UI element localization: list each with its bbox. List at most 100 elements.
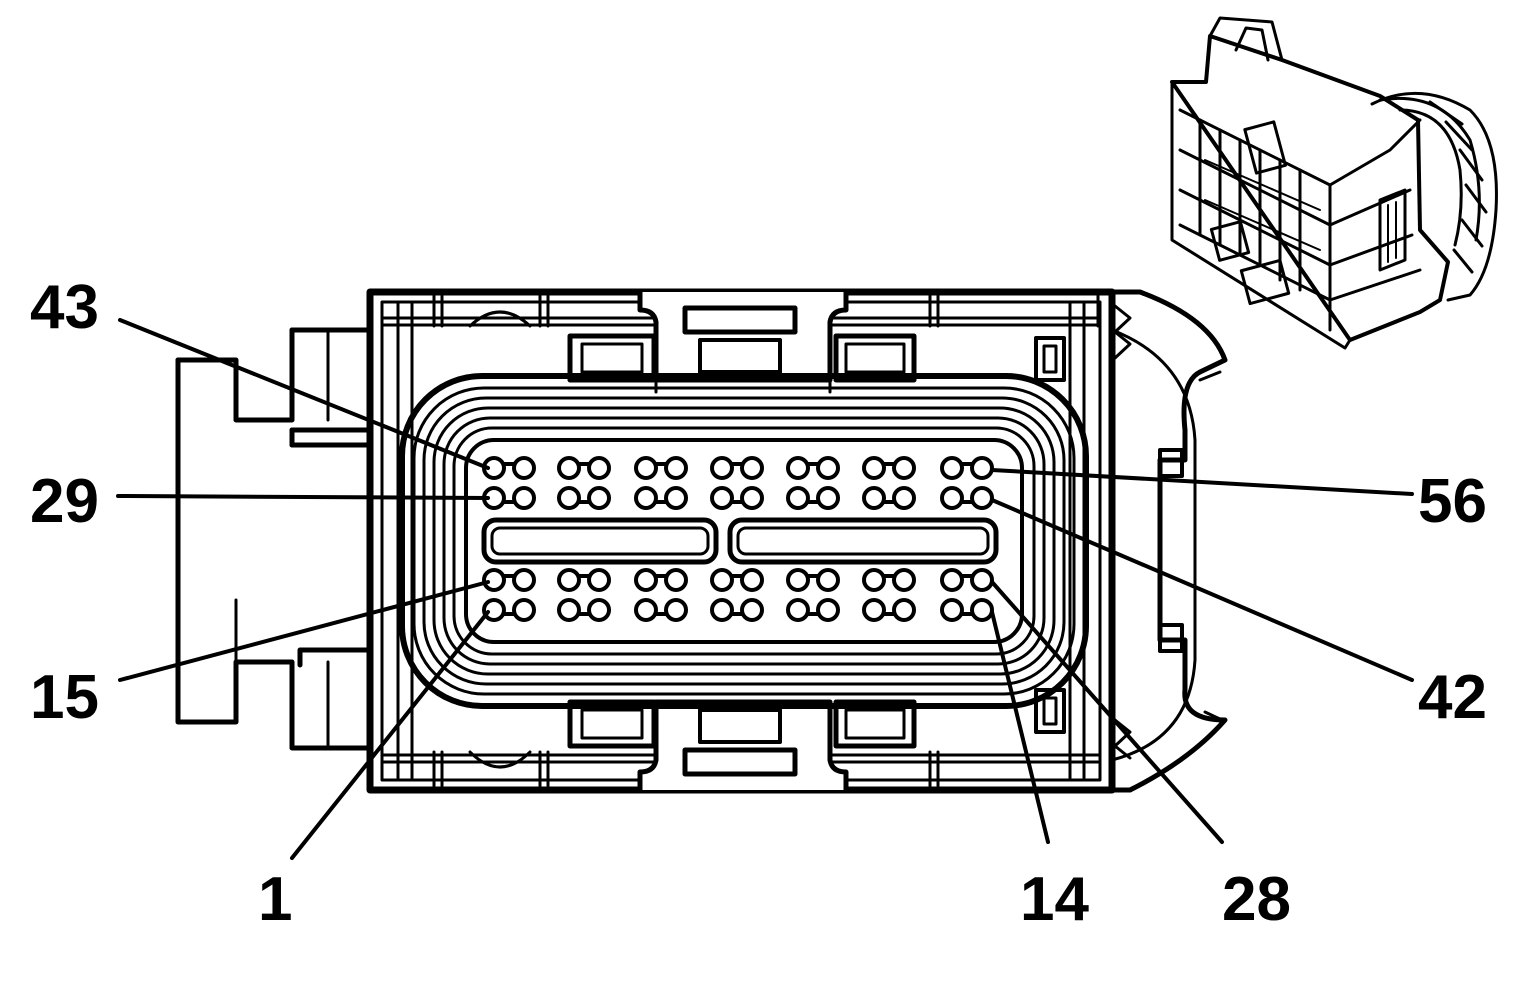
connector-isometric-thumbnail xyxy=(1170,16,1498,350)
pin-cavity xyxy=(816,456,840,480)
pin-cavity xyxy=(557,456,581,480)
pin-cavity-pair xyxy=(786,486,840,510)
pin-cavity-pair xyxy=(634,598,688,622)
pin-cavity-pair xyxy=(557,486,611,510)
pin-cavity-pair xyxy=(557,598,611,622)
pin-cavity xyxy=(482,598,506,622)
pin-cavity-grid xyxy=(482,456,994,622)
pin-cavity xyxy=(786,568,810,592)
pin-cavity xyxy=(634,568,658,592)
pin-cavity xyxy=(557,598,581,622)
pin-cavity xyxy=(940,456,964,480)
pin-cavity xyxy=(892,568,916,592)
pin-label-43: 43 xyxy=(30,273,99,342)
pin-cavity xyxy=(482,568,506,592)
pin-label-42: 42 xyxy=(1418,663,1487,732)
pin-cavity xyxy=(634,486,658,510)
pin-number-labels: 43 29 15 1 56 42 28 14 xyxy=(30,273,1487,934)
pin-cavity-pair xyxy=(940,598,994,622)
pin-cavity-pair xyxy=(557,456,611,480)
pin-cavity xyxy=(587,456,611,480)
pin-cavity xyxy=(786,598,810,622)
pin-label-14: 14 xyxy=(1020,865,1089,934)
pin-cavity xyxy=(940,568,964,592)
pin-cavity-pair xyxy=(710,456,764,480)
left-latch xyxy=(175,327,373,751)
pin-cavity-pair xyxy=(710,486,764,510)
pin-cavity xyxy=(587,486,611,510)
pin-cavity-pair xyxy=(940,486,994,510)
pin-cavity xyxy=(970,456,994,480)
pin-cavity xyxy=(892,486,916,510)
pin-cavity-pair xyxy=(940,568,994,592)
pin-cavity-pair xyxy=(482,486,536,510)
pin-cavity xyxy=(512,486,536,510)
pin-cavity xyxy=(970,568,994,592)
pin-cavity-pair xyxy=(482,598,536,622)
pin-cavity-pair xyxy=(786,598,840,622)
pin-cavity xyxy=(710,568,734,592)
pin-cavity xyxy=(862,598,886,622)
pin-cavity xyxy=(940,486,964,510)
pin-cavity-pair xyxy=(482,568,536,592)
pin-cavity xyxy=(786,456,810,480)
pin-cavity-pair xyxy=(940,456,994,480)
pin-cavity xyxy=(634,598,658,622)
bottom-locking-tab xyxy=(567,699,917,793)
pin-label-15: 15 xyxy=(30,663,99,732)
pin-cavity xyxy=(740,456,764,480)
pin-cavity xyxy=(710,598,734,622)
pin-cavity-pair xyxy=(482,456,536,480)
pin-cavity-pair xyxy=(862,568,916,592)
pin-cavity-pair xyxy=(862,486,916,510)
pin-cavity-pair xyxy=(634,568,688,592)
pin-cavity-pair xyxy=(710,598,764,622)
pin-cavity xyxy=(740,568,764,592)
pin-cavity-pair xyxy=(862,598,916,622)
pin-cavity xyxy=(740,598,764,622)
pin-cavity xyxy=(710,456,734,480)
pin-label-56: 56 xyxy=(1418,467,1487,536)
pin-cavity xyxy=(634,456,658,480)
leader-lines xyxy=(116,318,1414,860)
pin-cavity xyxy=(816,568,840,592)
pin-cavity-pair xyxy=(710,568,764,592)
pin-cavity-pair xyxy=(634,486,688,510)
keying-slots xyxy=(481,517,999,565)
pin-cavity xyxy=(892,598,916,622)
pin-cavity xyxy=(664,456,688,480)
pin-label-29: 29 xyxy=(30,467,99,536)
inner-seal-rings xyxy=(399,373,1089,709)
pin-cavity-pair xyxy=(862,456,916,480)
pin-cavity xyxy=(786,486,810,510)
pin-label-28: 28 xyxy=(1222,865,1291,934)
pin-cavity xyxy=(816,598,840,622)
pin-cavity xyxy=(970,486,994,510)
pin-cavity xyxy=(816,486,840,510)
pin-cavity xyxy=(970,598,994,622)
pin-cavity xyxy=(557,486,581,510)
pin-cavity xyxy=(664,598,688,622)
pin-cavity xyxy=(892,456,916,480)
pin-cavity xyxy=(664,486,688,510)
pin-cavity xyxy=(862,456,886,480)
pin-cavity xyxy=(587,598,611,622)
pin-cavity xyxy=(587,568,611,592)
pin-cavity-pair xyxy=(786,456,840,480)
pin-cavity xyxy=(710,486,734,510)
pin-cavity xyxy=(512,456,536,480)
pin-cavity xyxy=(512,568,536,592)
pin-cavity xyxy=(740,486,764,510)
pin-cavity xyxy=(940,598,964,622)
pin-cavity xyxy=(512,598,536,622)
pin-cavity xyxy=(862,486,886,510)
right-lever xyxy=(1109,289,1228,793)
pin-cavity xyxy=(557,568,581,592)
pin-label-1: 1 xyxy=(258,865,292,934)
top-locking-tab xyxy=(567,289,917,394)
pin-cavity-pair xyxy=(634,456,688,480)
pin-cavity-pair xyxy=(786,568,840,592)
pin-cavity-pair xyxy=(557,568,611,592)
